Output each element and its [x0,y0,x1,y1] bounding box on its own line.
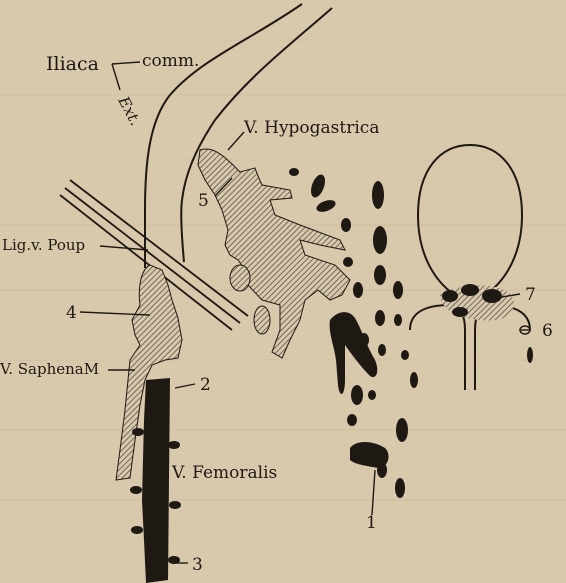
label-hypogastrica: V. Hypogastrica [243,118,379,138]
label-femoralis: V. Femoralis [171,463,277,483]
vulvar-varix-area [440,284,514,320]
label-saphena: V. SaphenaM [0,360,99,378]
number-7: 7 [525,285,536,305]
number-5: 5 [198,191,209,211]
number-2: 2 [200,375,211,395]
hypogastric-vein [198,149,350,358]
number-6: 6 [542,321,553,341]
label-iliaca: Iliaca [46,53,99,75]
vulva-outline [410,145,530,390]
number-4: 4 [66,303,77,323]
pelvic-varix-loop [350,442,389,468]
varix-fragments [289,168,533,498]
femoral-vein [142,378,170,583]
number-3: 3 [192,555,203,575]
label-lig-poup: Lig.v. Poup [2,236,85,254]
label-comm: comm. [142,51,199,71]
pelvic-varix-mass [330,312,378,394]
label-ext: Ext. [114,93,145,129]
number-1: 1 [366,513,377,533]
